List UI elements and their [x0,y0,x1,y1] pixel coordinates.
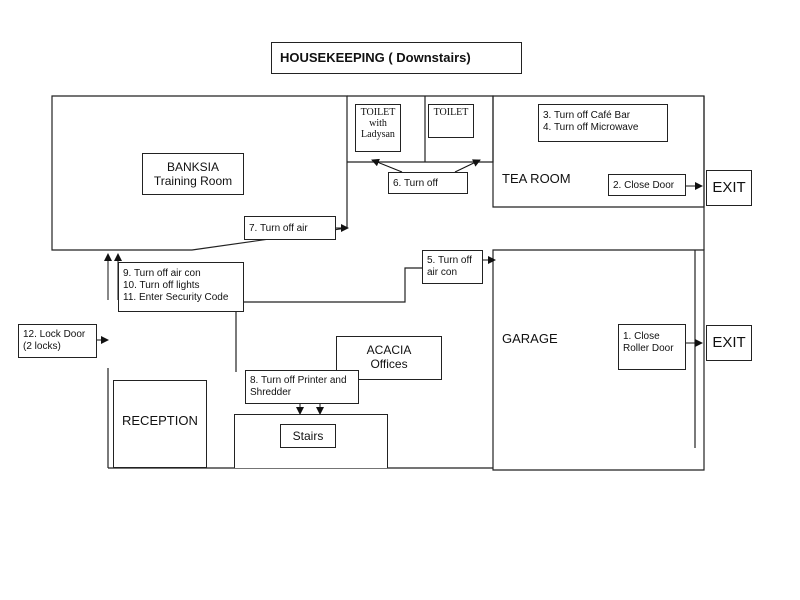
toilet-ladysan-label: TOILET with Ladysan [355,104,401,152]
page-title: HOUSEKEEPING ( Downstairs) [271,42,522,74]
tea-room-label: TEA ROOM [502,171,571,186]
exit-top: EXIT [706,170,752,206]
corridor-connector [236,267,422,303]
step-5-turn-off-air-con: 5. Turn off air con [422,250,483,284]
toilet-label: TOILET [428,104,474,138]
step-12-lock-door: 12. Lock Door (2 locks) [18,324,97,358]
step-7-turn-off-air: 7. Turn off air [244,216,336,240]
exit-bottom: EXIT [706,325,752,361]
step-1-close-roller-door: 1. Close Roller Door [618,324,686,370]
arrow-step6-right [454,159,481,173]
step-6-turn-off: 6. Turn off [388,172,468,194]
step-8-printer-shredder: 8. Turn off Printer and Shredder [245,370,359,404]
reception-room: RECEPTION [113,380,207,468]
garage-label: GARAGE [502,331,558,346]
banksia-room-label: BANKSIA Training Room [142,153,244,195]
step-2-close-door: 2. Close Door [608,174,686,196]
garage-wall [492,249,705,471]
step-3-4-tea-room: 3. Turn off Café Bar 4. Turn off Microwa… [538,104,668,142]
stairs-label: Stairs [280,424,336,448]
step-9-11-corridor: 9. Turn off air con 10. Turn off lights … [118,262,244,312]
arrow-step6-left [371,158,403,173]
